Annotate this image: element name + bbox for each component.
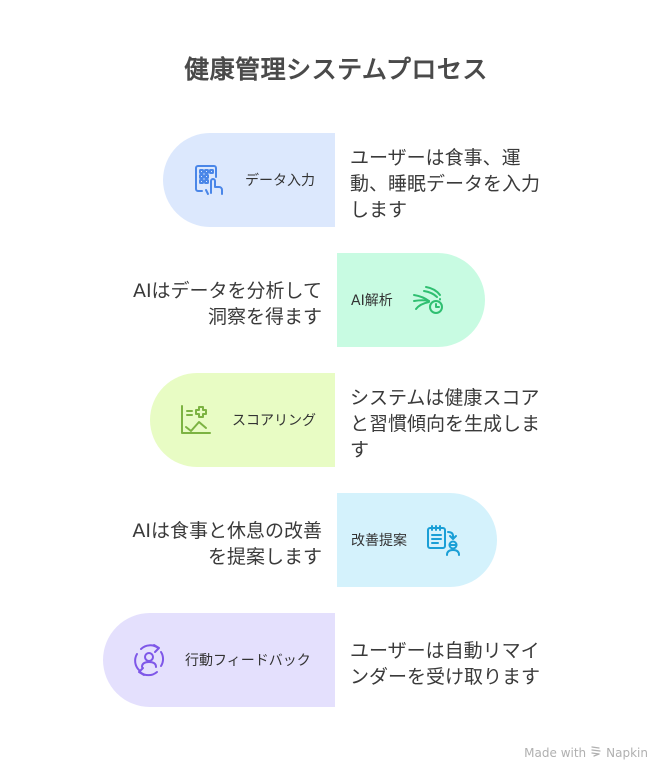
description-line: す — [350, 439, 370, 461]
step-5-description: ユーザーは自動リマイ ンダーを受け取ります — [350, 638, 540, 690]
step-3-pill: スコアリング — [150, 373, 335, 467]
step-1-label: データ入力 — [245, 173, 315, 189]
step-2-label: AI解析 — [351, 293, 393, 309]
description-line: システムは健康スコア — [350, 387, 540, 409]
description-line: ンダーを受け取ります — [350, 666, 541, 688]
step-1-pill: データ入力 — [163, 133, 335, 227]
footer-credit: Made with Napkin — [524, 745, 648, 760]
step-5-label: 行動フィードバック — [185, 653, 311, 669]
napkin-logo-icon — [590, 745, 602, 760]
description-line: ユーザーは食事、運 — [350, 147, 521, 169]
description-line: AIは食事と休息の改善 — [132, 520, 322, 542]
description-line: AIはデータを分析して — [132, 280, 322, 302]
description-line: を提案します — [207, 546, 322, 568]
step-4-label: 改善提案 — [351, 533, 407, 549]
step-1-description: ユーザーは食事、運 動、睡眠データを入力 します — [350, 145, 540, 223]
description-line: と習慣傾向を生成しま — [350, 413, 541, 435]
step-4-pill: 改善提案 — [337, 493, 497, 587]
wind-clock-icon — [411, 282, 447, 318]
page-title: 健康管理システムプロセス — [184, 55, 488, 84]
made-with-text: Made with — [524, 745, 587, 760]
step-3-label: スコアリング — [232, 413, 316, 429]
brand-name: Napkin — [606, 745, 648, 760]
tablet-touch-icon — [191, 162, 227, 198]
description-line: ユーザーは自動リマイ — [350, 640, 540, 662]
user-refresh-icon — [131, 642, 167, 678]
description-line: します — [350, 199, 408, 221]
clipboard-person-icon — [425, 522, 461, 558]
chart-plus-icon — [178, 402, 214, 438]
step-3-description: システムは健康スコア と習慣傾向を生成しま す — [350, 385, 540, 463]
description-line: 洞察を得ます — [207, 306, 322, 328]
description-line: 動、睡眠データを入力 — [350, 173, 541, 195]
step-5-pill: 行動フィードバック — [103, 613, 335, 707]
step-2-pill: AI解析 — [337, 253, 485, 347]
step-2-description: AIはデータを分析して 洞察を得ます — [133, 278, 322, 330]
step-4-description: AIは食事と休息の改善 を提案します — [132, 518, 322, 570]
